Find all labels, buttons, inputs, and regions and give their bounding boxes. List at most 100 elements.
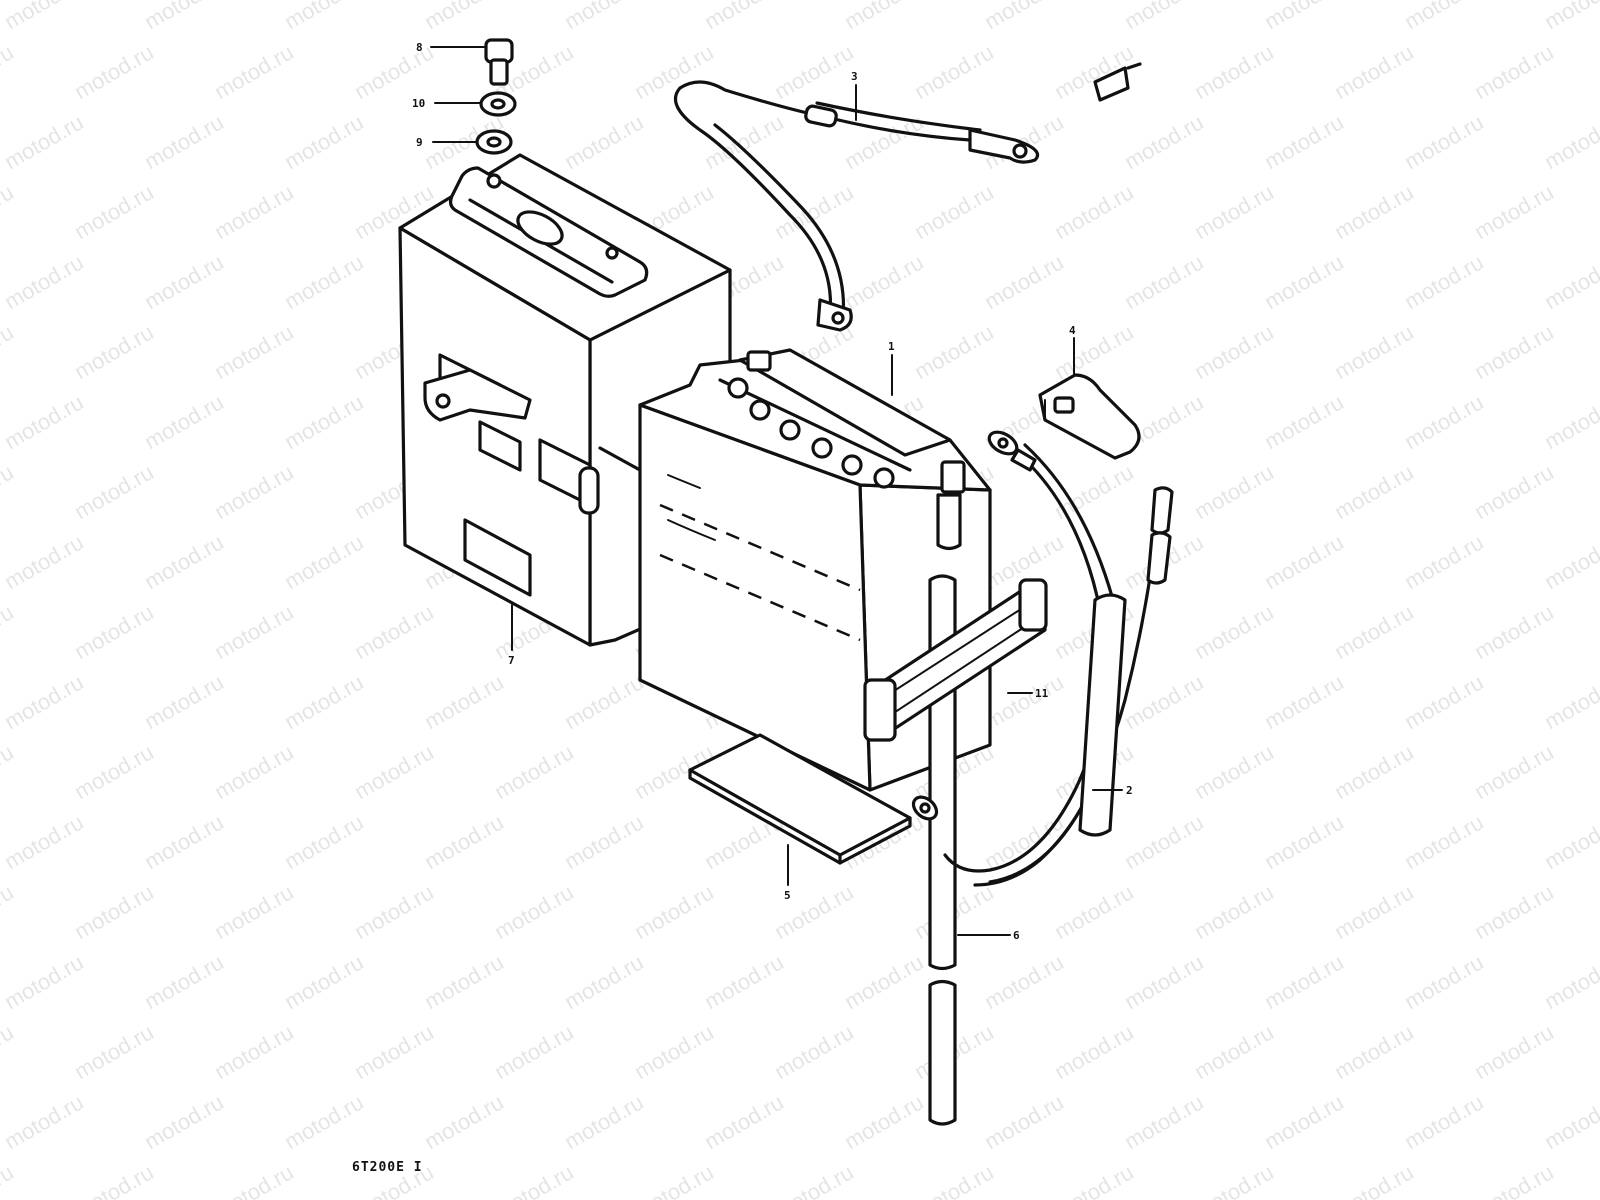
watermark-text: motod.ru bbox=[420, 669, 508, 734]
watermark-text: motod.ru bbox=[280, 109, 368, 174]
watermark-text: motod.ru bbox=[1540, 0, 1600, 34]
watermark-text: motod.ru bbox=[1540, 809, 1600, 874]
watermark-text: motod.ru bbox=[140, 0, 228, 34]
watermark-text: motod.ru bbox=[1540, 1089, 1600, 1154]
watermark-text: motod.ru bbox=[1330, 879, 1418, 944]
watermark-text: motod.ru bbox=[140, 669, 228, 734]
watermark-text: motod.ru bbox=[1260, 0, 1348, 34]
watermark-text: motod.ru bbox=[1400, 529, 1488, 594]
watermark-text: motod.ru bbox=[420, 0, 508, 34]
battery-tray bbox=[688, 733, 912, 865]
watermark-text: motod.ru bbox=[280, 249, 368, 314]
callout-9: 9 bbox=[416, 136, 423, 149]
battery-cable bbox=[674, 80, 1040, 332]
watermark-text: motod.ru bbox=[630, 1159, 718, 1200]
watermark-text: motod.ru bbox=[0, 739, 18, 804]
watermark-text: motod.ru bbox=[0, 319, 18, 384]
watermark-text: motod.ru bbox=[490, 879, 578, 944]
watermark-text: motod.ru bbox=[1050, 879, 1138, 944]
watermark-text: motod.ru bbox=[280, 809, 368, 874]
watermark-text: motod.ru bbox=[210, 179, 298, 244]
watermark-text: motod.ru bbox=[1120, 669, 1208, 734]
watermark-text: motod.ru bbox=[910, 39, 998, 104]
watermark-text: motod.ru bbox=[1190, 1019, 1278, 1084]
callout-4: 4 bbox=[1069, 324, 1076, 337]
watermark-text: motod.ru bbox=[1400, 109, 1488, 174]
watermark-text: motod.ru bbox=[0, 809, 88, 874]
watermark-text: motod.ru bbox=[1400, 389, 1488, 454]
watermark-text: motod.ru bbox=[210, 739, 298, 804]
watermark-text: motod.ru bbox=[770, 1159, 858, 1200]
watermark-text: motod.ru bbox=[210, 879, 298, 944]
watermark-text: motod.ru bbox=[140, 949, 228, 1014]
watermark-text: motod.ru bbox=[1260, 109, 1348, 174]
watermark-text: motod.ru bbox=[980, 669, 1068, 734]
watermark-text: motod.ru bbox=[1470, 39, 1558, 104]
watermark-text: motod.ru bbox=[1400, 0, 1488, 34]
watermark-text: motod.ru bbox=[560, 949, 648, 1014]
battery-strap bbox=[863, 578, 1048, 742]
watermark-text: motod.ru bbox=[1470, 739, 1558, 804]
watermark-text: motod.ru bbox=[1470, 1019, 1558, 1084]
watermark-text: motod.ru bbox=[0, 1089, 88, 1154]
watermark-text: motod.ru bbox=[1120, 109, 1208, 174]
watermark-text: motod.ru bbox=[210, 599, 298, 664]
watermark-text: motod.ru bbox=[1050, 319, 1138, 384]
watermark-text: motod.ru bbox=[1330, 459, 1418, 524]
watermark-text: motod.ru bbox=[70, 879, 158, 944]
watermark-text: motod.ru bbox=[840, 0, 928, 34]
watermark-text: motod.ru bbox=[140, 1089, 228, 1154]
figure-code: 6T200E I bbox=[352, 1160, 423, 1175]
watermark-text: motod.ru bbox=[910, 319, 998, 384]
watermark-text: motod.ru bbox=[560, 1089, 648, 1154]
watermark-text: motod.ru bbox=[840, 109, 928, 174]
watermark-text: motod.ru bbox=[980, 0, 1068, 34]
watermark-text: motod.ru bbox=[350, 879, 438, 944]
watermark-text: motod.ru bbox=[70, 39, 158, 104]
watermark-text: motod.ru bbox=[210, 319, 298, 384]
watermark-text: motod.ru bbox=[1120, 1089, 1208, 1154]
front-direction-mark bbox=[1093, 62, 1142, 102]
watermark-text: motod.ru bbox=[1540, 249, 1600, 314]
watermark-text: motod.ru bbox=[1540, 389, 1600, 454]
watermark-text: motod.ru bbox=[140, 389, 228, 454]
watermark-text: motod.ru bbox=[1120, 249, 1208, 314]
watermark-text: motod.ru bbox=[1330, 1019, 1418, 1084]
watermark-text: motod.ru bbox=[840, 1089, 928, 1154]
watermark-text: motod.ru bbox=[70, 319, 158, 384]
watermark-text: motod.ru bbox=[70, 459, 158, 524]
watermark-text: motod.ru bbox=[980, 809, 1068, 874]
watermark-text: motod.ru bbox=[140, 809, 228, 874]
watermark-text: motod.ru bbox=[1330, 739, 1418, 804]
watermark-text: motod.ru bbox=[1330, 319, 1418, 384]
watermark-text: motod.ru bbox=[1260, 1089, 1348, 1154]
watermark-text: motod.ru bbox=[1540, 949, 1600, 1014]
watermark-text: motod.ru bbox=[1120, 809, 1208, 874]
watermark-text: motod.ru bbox=[1470, 319, 1558, 384]
hardware-stack bbox=[475, 38, 517, 155]
watermark-text: motod.ru bbox=[1540, 669, 1600, 734]
callout-8: 8 bbox=[416, 41, 423, 54]
callout-3: 3 bbox=[851, 70, 858, 83]
watermark-text: motod.ru bbox=[1330, 179, 1418, 244]
watermark-text: motod.ru bbox=[0, 39, 18, 104]
watermark-text: motod.ru bbox=[140, 109, 228, 174]
watermark-text: motod.ru bbox=[0, 599, 18, 664]
watermark-text: motod.ru bbox=[1050, 179, 1138, 244]
callout-1: 1 bbox=[888, 340, 895, 353]
watermark-text: motod.ru bbox=[1400, 809, 1488, 874]
watermark-text: motod.ru bbox=[910, 1159, 998, 1200]
watermark-text: motod.ru bbox=[1050, 1159, 1138, 1200]
watermark-text: motod.ru bbox=[1260, 949, 1348, 1014]
watermark-text: motod.ru bbox=[0, 389, 88, 454]
battery-lead bbox=[911, 430, 1174, 887]
watermark-text: motod.ru bbox=[280, 1089, 368, 1154]
watermark-text: motod.ru bbox=[490, 739, 578, 804]
watermark-text: motod.ru bbox=[0, 459, 18, 524]
watermark-text: motod.ru bbox=[1260, 389, 1348, 454]
watermark-text: motod.ru bbox=[0, 669, 88, 734]
watermark-text: motod.ru bbox=[1540, 529, 1600, 594]
watermark-text: motod.ru bbox=[1400, 949, 1488, 1014]
watermark-text: motod.ru bbox=[1190, 739, 1278, 804]
watermark-text: motod.ru bbox=[1190, 879, 1278, 944]
